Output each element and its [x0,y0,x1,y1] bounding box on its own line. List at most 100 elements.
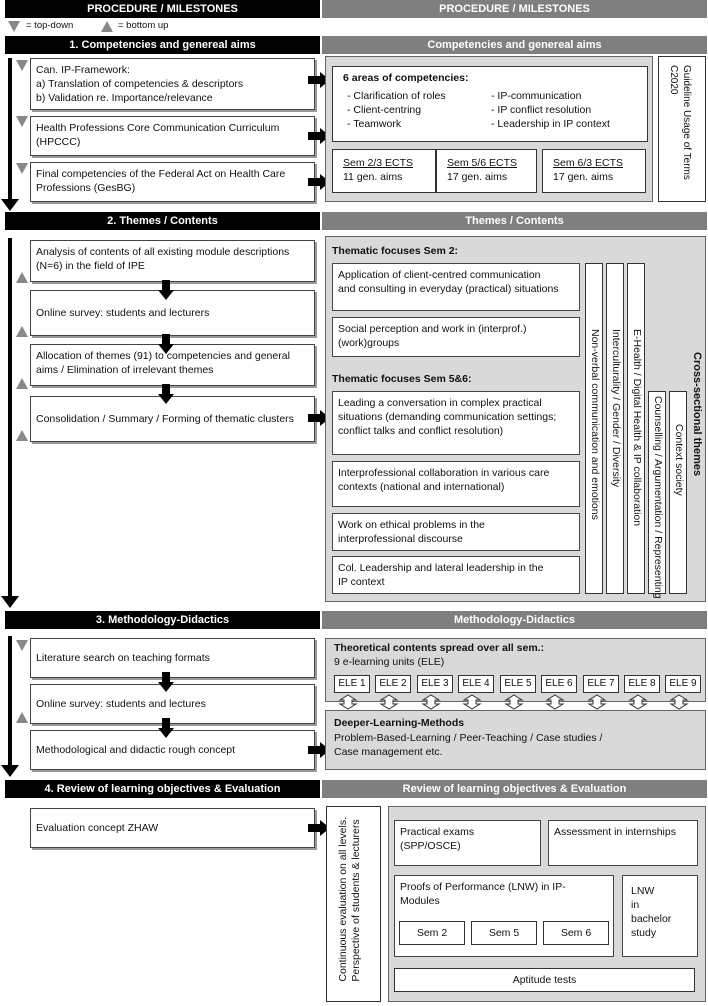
box-line: IP context [338,576,385,588]
deeper-line: Case management etc. [334,746,443,758]
lnw-bachelor-box: LNW in bachelor study [622,875,698,957]
evaluation-concept-box: Evaluation concept ZHAW [30,808,315,848]
top-down-triangle-icon [16,640,28,651]
arrow-right-icon [308,72,330,88]
box-line: and consulting in everyday (practical) s… [338,283,559,295]
cross-theme-column: Context society [669,391,687,594]
box-line: Col. Leadership and lateral leadership i… [338,562,544,574]
ele-box: ELE 3 [417,675,453,693]
header-left: PROCEDURE / MILESTONES [5,0,320,18]
section2-left-title: 2. Themes / Contents [5,212,320,230]
focus-sem2-title: Thematic focuses Sem 2: [332,245,459,257]
theme-box: Work on ethical problems in the interpro… [332,513,580,551]
sem-aims: 11 gen. aims [343,171,403,183]
box-line: bachelor [631,913,672,925]
box-line: interprofessional discourse [338,533,463,545]
arrow-down-icon [158,718,174,738]
box-line: Analysis of contents of all existing mod… [36,246,290,258]
cross-theme-label: E-Health / Digital Health & IP collabora… [631,329,643,527]
continuous-evaluation-box: Continuous evaluation on all levels. Per… [326,806,381,1002]
section1-right-title: Competencies and genereal aims [322,36,707,54]
box-line: in [631,899,640,911]
analysis-box: Analysis of contents of all existing mod… [30,240,315,282]
bottom-up-triangle-icon [16,272,28,283]
section3-right-title: Methodology-Didactics [322,611,707,629]
arrow-right-icon [308,742,330,758]
ele-box: ELE 4 [458,675,494,693]
top-down-triangle-icon [8,21,20,32]
box-line: conflict talks and conflict resolution) [338,425,504,437]
top-down-triangle-icon [16,163,28,174]
bottom-up-triangle-icon [16,712,28,723]
theme-box: Col. Leadership and lateral leadership i… [332,556,580,594]
box-line: Methodological and didactic rough concep… [36,744,236,756]
hpccc-box: Health Professions Core Communication Cu… [30,116,315,156]
box-line: (N=6) in the field of IPE [36,260,145,272]
area-item: - IP-communication [491,90,582,102]
section4-right-title: Review of learning objectives & Evaluati… [322,780,707,798]
box-line: Online survey: students and lectures [36,698,206,710]
box-line: Professions (GesBG) [36,182,136,194]
cross-theme-label: Context society [673,424,685,496]
section1-left-title: 1. Competencies and genereal aims [5,36,320,54]
six-areas-box: 6 areas of competencies: - Clarification… [332,66,648,142]
consolidation-box: Consolidation / Summary / Forming of the… [30,396,315,442]
cross-theme-column: E-Health / Digital Health & IP collabora… [627,263,645,594]
area-item: - Client-centring [347,104,422,116]
deeper-line: Problem-Based-Learning / Peer-Teaching /… [334,732,603,744]
section2-flow-line [8,238,12,596]
section2-flow-arrowhead-icon [1,596,19,608]
box-line: a) Translation of competencies & descrip… [36,78,244,90]
box-line: Consolidation / Summary / Forming of the… [36,413,294,425]
can-ip-framework-box: Can. IP-Framework: a) Translation of com… [30,58,315,110]
box-line: Interprofessional collaboration in vario… [338,467,550,479]
section3-flow-line [8,636,12,766]
guideline-line: Guideline Usage of Terms [681,65,692,180]
arrow-right-icon [308,820,330,836]
theme-box: Leading a conversation in complex practi… [332,391,580,455]
arrow-right-icon [308,128,330,144]
box-line: Assessment in internships [554,826,676,838]
cross-theme-column: Non-verbal communication and emotions [585,263,603,594]
guideline-box: Guideline Usage of Terms C2020 [658,56,706,202]
sem-box: Sem 2/3 ECTS 11 gen. aims [332,149,436,193]
box-line: Final competencies of the Federal Act on… [36,168,286,180]
box-line: Modules [400,895,440,907]
double-arrow-icons [338,694,689,710]
theoretical-title: Theoretical contents spread over all sem… [334,642,545,654]
box-line: Practical exams [400,826,475,838]
legend-bottom-up: = bottom up [118,20,169,31]
aptitude-tests-box: Aptitude tests [394,968,695,992]
cross-sectional-label: Cross-sectional themes [691,352,703,477]
box-line: b) Validation re. Importance/relevance [36,92,213,104]
continuous-line: Perspective of students & lecturers [350,819,362,982]
sem-box: Sem 6/3 ECTS 17 gen. aims [542,149,646,193]
section3-left-title: 3. Methodology-Didactics [5,611,320,629]
ele-row: ELE 1 ELE 2 ELE 3 ELE 4 ELE 5 ELE 6 ELE … [334,675,702,695]
allocation-box: Allocation of themes (91) to competencie… [30,344,315,386]
box-line: Health Professions Core Communication Cu… [36,122,280,134]
area-item: - Leadership in IP context [491,118,610,130]
header-right: PROCEDURE / MILESTONES [322,0,707,18]
sem-title: Sem 5/6 ECTS [447,157,518,169]
box-line: Proofs of Performance (LNW) in IP- [400,881,566,893]
box-line: contexts (national and international) [338,481,505,493]
top-down-triangle-icon [16,60,28,71]
continuous-line: Continuous evaluation on all levels. [337,817,349,982]
box-line: aims / Elimination of irrelevant themes [36,364,214,376]
box-line: situations (demanding communication sett… [338,411,557,423]
box-line: LNW [631,885,655,897]
box-line: study [631,927,657,939]
arrow-down-icon [158,384,174,404]
theme-box: Application of client-centred communicat… [332,263,580,311]
area-item: - Clarification of roles [347,90,446,102]
sem-aims: 17 gen. aims [447,171,508,183]
box-line: (work)groups [338,337,400,349]
arrow-right-icon [308,174,330,190]
section4-left-title: 4. Review of learning objectives & Evalu… [5,780,320,798]
ele-box: ELE 8 [624,675,660,693]
ele-box: ELE 7 [583,675,619,693]
area-item: - Teamwork [347,118,402,130]
box-line: Online survey: students and lecturers [36,307,210,319]
theme-box: Social perception and work in (interprof… [332,317,580,357]
